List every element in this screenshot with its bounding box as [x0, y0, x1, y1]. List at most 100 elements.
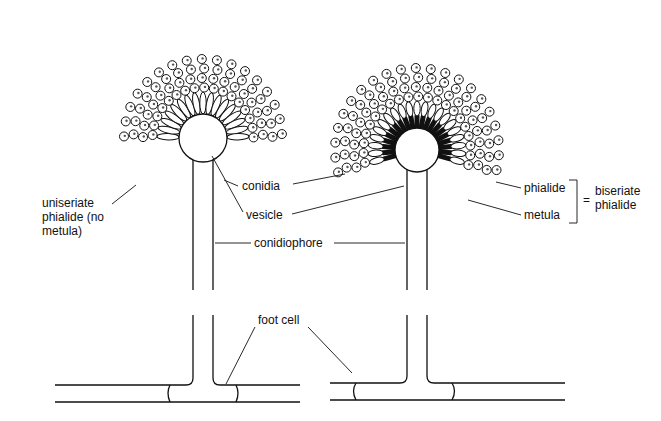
conidium: [253, 76, 262, 85]
conidium: [247, 98, 256, 107]
conidium-spot: [249, 117, 251, 119]
conidium: [190, 84, 199, 93]
phialide: [450, 142, 466, 150]
conidium: [382, 69, 391, 78]
conidium: [341, 137, 350, 146]
phialide: [368, 149, 383, 157]
conidium: [182, 56, 191, 65]
conidium-spot: [335, 141, 337, 143]
conidium-spot: [430, 67, 432, 69]
conidium: [449, 107, 458, 116]
conidium-spot: [157, 115, 159, 117]
conidium: [414, 92, 423, 101]
metula: [415, 116, 420, 128]
bracket: [569, 180, 577, 223]
conidium-spot: [498, 153, 500, 155]
conidium: [149, 100, 158, 109]
conidium-spot: [475, 105, 477, 107]
conidium-spot: [201, 76, 203, 78]
conidium: [331, 153, 340, 162]
leader-line: [226, 327, 255, 384]
conidiophore-stalk: [407, 168, 427, 290]
conidium: [175, 78, 184, 87]
metula: [384, 156, 396, 159]
conidium: [426, 65, 435, 74]
conidium: [181, 86, 190, 95]
conidium-spot: [125, 120, 127, 122]
conidium-spot: [146, 95, 148, 97]
conidium: [266, 119, 275, 128]
conidium: [200, 64, 209, 73]
conidium-spot: [154, 124, 156, 126]
conidium: [389, 87, 398, 96]
conidium: [153, 112, 162, 121]
conidium: [248, 123, 257, 132]
conidium: [138, 133, 147, 142]
conidium: [275, 115, 284, 124]
conidium: [444, 91, 453, 100]
conidium: [494, 136, 503, 145]
conidium-spot: [230, 72, 232, 74]
conidium-spot: [130, 105, 132, 107]
conidium-spot: [369, 123, 371, 125]
conidium: [485, 107, 494, 116]
conidium: [423, 83, 432, 92]
conidium-spot: [489, 142, 491, 144]
conidium-spot: [245, 108, 247, 110]
conidium: [120, 132, 129, 141]
hypha-wall: [55, 401, 300, 402]
conidium-spot: [351, 99, 353, 101]
conidium-spot: [373, 79, 375, 81]
conidium: [348, 112, 357, 121]
conidium: [212, 56, 221, 65]
conidium-spot: [217, 68, 219, 70]
conidium: [475, 138, 484, 147]
conidium-spot: [428, 96, 430, 98]
conidium-spot: [458, 101, 460, 103]
conidium: [485, 139, 494, 148]
conidium: [350, 152, 359, 161]
conidium-spot: [479, 140, 481, 142]
conidium: [379, 92, 388, 101]
conidium-spot: [153, 103, 155, 105]
conidium-spot: [231, 95, 233, 97]
conidia-label: conidia: [242, 179, 280, 193]
conidium-spot: [481, 97, 483, 99]
conidium: [253, 108, 262, 117]
conidium: [237, 76, 246, 85]
conidium-spot: [399, 98, 401, 100]
conidium-spot: [282, 132, 284, 134]
stalk-wall: [330, 315, 407, 383]
conidium: [268, 132, 277, 141]
conidium-spot: [213, 87, 215, 89]
conidium-spot: [272, 135, 274, 137]
foot-cell-label: foot cell: [258, 313, 299, 327]
conidium: [135, 104, 144, 113]
conidium: [462, 106, 471, 115]
conidium: [339, 109, 348, 118]
conidium: [131, 117, 140, 126]
conidium-spot: [178, 71, 180, 73]
conidium-spot: [486, 168, 488, 170]
stalk-wall: [55, 315, 193, 385]
vesicle-label: vesicle: [246, 208, 283, 222]
conidium: [186, 75, 195, 84]
conidium: [262, 106, 271, 115]
conidium: [482, 165, 491, 174]
conidium-spot: [470, 144, 472, 146]
conidium: [356, 118, 365, 127]
conidium-spot: [380, 86, 382, 88]
conidium: [394, 95, 403, 104]
conidium-spot: [482, 116, 484, 118]
conidium: [227, 60, 236, 69]
conidium-spot: [143, 135, 145, 137]
conidium-spot: [453, 109, 455, 111]
conidium: [454, 98, 463, 107]
conidium-spot: [147, 113, 149, 115]
conidium: [241, 67, 250, 76]
conidium: [258, 130, 267, 139]
leader-line: [496, 182, 521, 188]
conidium-spot: [495, 124, 497, 126]
conidium-spot: [456, 87, 458, 89]
conidium-spot: [364, 141, 366, 143]
